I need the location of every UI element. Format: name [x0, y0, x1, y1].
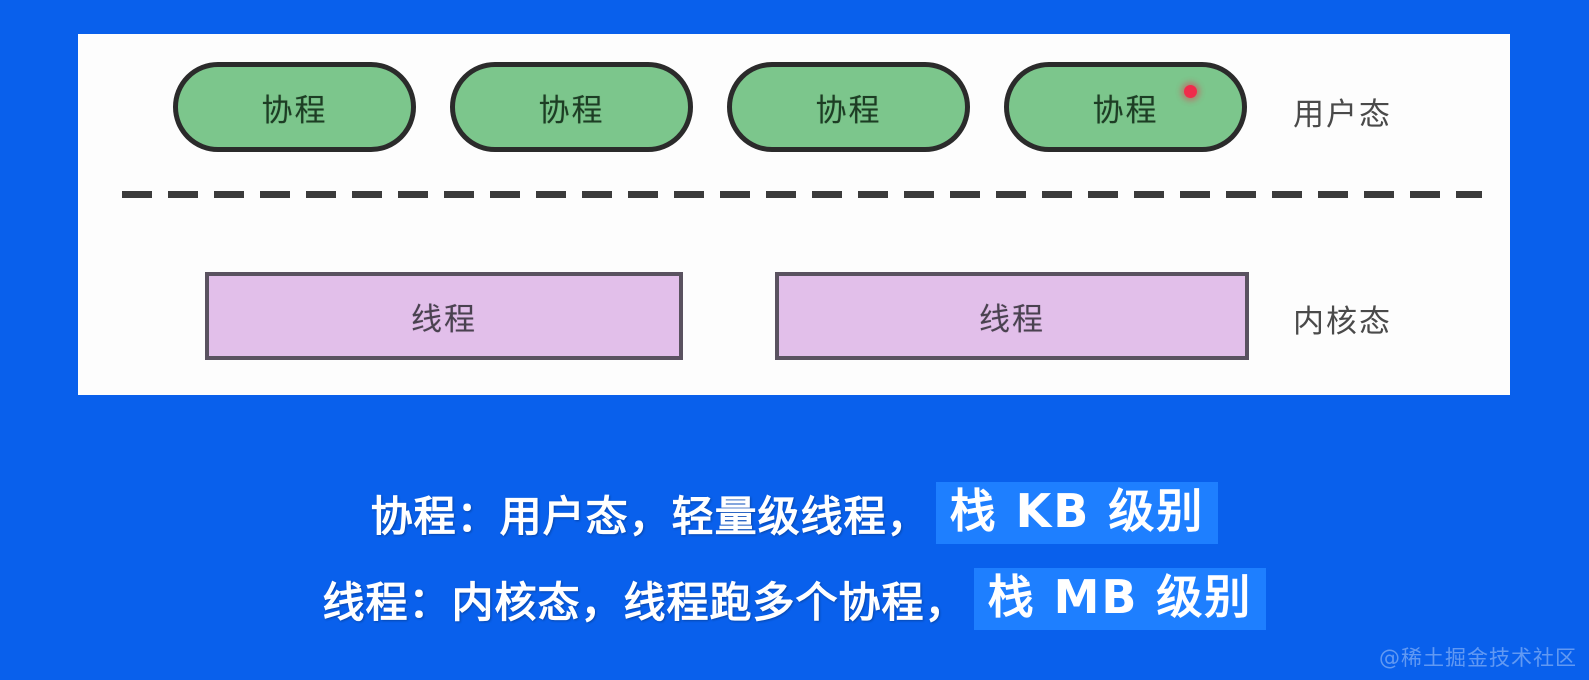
user-kernel-dashed-divider — [122, 191, 1482, 198]
coroutine-label-1: 协程 — [261, 92, 328, 129]
caption-coroutine-highlight: 栈 KB 级别 — [935, 481, 1219, 545]
thread-box-1[interactable]: 线程 — [205, 272, 683, 360]
coroutine-box-3[interactable]: 协程 — [727, 62, 970, 152]
coroutine-row: 协程 协程 协程 协程 — [173, 62, 1263, 152]
coroutine-box-2[interactable]: 协程 — [450, 62, 693, 152]
coroutine-label-2: 协程 — [538, 92, 605, 129]
kernel-mode-label: 内核态 — [1293, 304, 1392, 340]
thread-box-2[interactable]: 线程 — [775, 272, 1249, 360]
coroutine-label-4: 协程 — [1092, 92, 1159, 129]
caption-block: 协程：用户态，轻量级线程， 栈 KB 级别 线程：内核态，线程跑多个协程， 栈 … — [0, 470, 1589, 642]
diagram-panel: 协程 协程 协程 协程 用户态 内核态 线程 线程 — [78, 34, 1510, 395]
user-mode-label: 用户态 — [1293, 97, 1392, 133]
coroutine-box-1[interactable]: 协程 — [173, 62, 416, 152]
coroutine-box-4[interactable]: 协程 — [1004, 62, 1247, 152]
caption-line-coroutine: 协程：用户态，轻量级线程， 栈 KB 级别 — [0, 470, 1589, 556]
thread-label-2: 线程 — [979, 301, 1045, 338]
caption-coroutine-text: 协程：用户态，轻量级线程， — [370, 491, 930, 541]
cursor-pointer-dot — [1184, 85, 1197, 98]
caption-line-thread: 线程：内核态，线程跑多个协程， 栈 MB 级别 — [0, 556, 1589, 642]
thread-label-1: 线程 — [411, 301, 477, 338]
coroutine-label-3: 协程 — [815, 92, 882, 129]
caption-thread-highlight: 栈 MB 级别 — [973, 567, 1267, 631]
caption-thread-text: 线程：内核态，线程跑多个协程， — [322, 577, 968, 627]
watermark: @稀土掘金技术社区 — [1379, 646, 1577, 670]
